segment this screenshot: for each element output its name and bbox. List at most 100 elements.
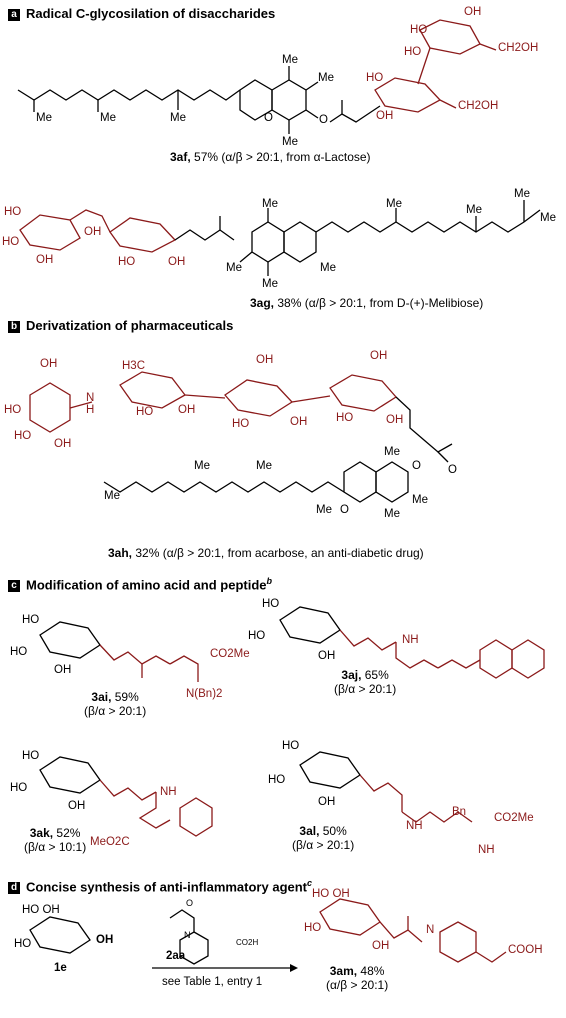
glycosidic-link	[69, 209, 111, 233]
label-me: Me	[194, 460, 210, 472]
label-me: Me	[262, 198, 278, 210]
chroman-ring	[343, 461, 377, 503]
caption-3ah: 3ah, 32% (α/β > 20:1, from acarbose, an …	[108, 546, 424, 560]
glucose-ring	[109, 217, 177, 253]
label-nh: NH	[160, 786, 177, 798]
phytyl-chain	[17, 89, 241, 101]
label-ho: HO	[410, 24, 428, 36]
compound-3af-structure	[17, 19, 497, 134]
label-me: Me	[256, 460, 272, 472]
compound-yield: 59%	[111, 690, 139, 704]
label-co2me: CO2Me	[210, 648, 250, 660]
label-me: Me	[170, 112, 186, 124]
galactose-ring	[19, 214, 81, 251]
label-oh: OH	[376, 110, 394, 122]
section-title: Derivatization of pharmaceuticals	[26, 318, 234, 333]
label-oh: OH	[96, 934, 114, 946]
galactose-ring	[419, 19, 481, 55]
label-co2h: CO2H	[236, 938, 259, 947]
label-ho: HO	[282, 740, 300, 752]
label-oh: OH	[54, 664, 72, 676]
arrow-head	[290, 964, 298, 972]
label-oh: OH	[36, 254, 54, 266]
section-letter: d	[8, 882, 20, 895]
amine-link	[69, 401, 93, 409]
caption-3am: 3am, 48% (α/β > 20:1)	[326, 964, 388, 992]
label-ho: HO	[10, 782, 28, 794]
label-ho: HO	[4, 206, 22, 218]
label-bn: Bn	[452, 806, 467, 818]
caption-3aj: 3aj, 65% (β/α > 20:1)	[334, 668, 396, 696]
label-ho: HO	[14, 938, 32, 950]
label-nbn2: N(Bn)2	[186, 688, 223, 700]
label-oh: OH	[84, 226, 102, 238]
valienamine-ring	[29, 382, 71, 433]
compound-id: 3ah,	[108, 546, 133, 560]
label-oh: OH	[318, 796, 336, 808]
label-ho: HO	[336, 412, 354, 424]
section-letter: b	[8, 321, 20, 333]
compound-ratio: (β/α > 20:1)	[292, 838, 355, 852]
aromatic-ring	[251, 221, 285, 263]
xylose-ring	[299, 751, 361, 789]
label-hooh: HO OH	[312, 888, 350, 900]
label-h3c: H3C	[122, 360, 146, 372]
naphthyl-ring	[479, 639, 513, 679]
section-title: Radical C-glycosilation of disaccharides	[26, 6, 276, 21]
acrylamide	[169, 909, 195, 932]
compound-3aj-structure	[279, 606, 545, 679]
compound-id: 3am,	[329, 964, 358, 978]
phenyl-ring	[179, 797, 213, 837]
section-header-b: b Derivatization of pharmaceuticals	[8, 318, 233, 333]
scheme-d-structures	[29, 898, 507, 972]
ch2oh-bond	[479, 43, 497, 51]
label-ho: HO	[118, 256, 136, 268]
label-me: Me	[316, 504, 332, 516]
label-o: O	[340, 504, 349, 516]
compound-yield: 50%	[319, 824, 347, 838]
label-n: N	[86, 392, 95, 404]
label-oh: OH	[386, 414, 404, 426]
label-co2me: CO2Me	[494, 812, 534, 824]
label-me: Me	[320, 262, 336, 274]
label-h: H	[86, 404, 95, 416]
label-nh: NH	[402, 634, 419, 646]
reagent-2aa-label: 2aa	[166, 950, 186, 962]
label-nh: NH	[478, 844, 495, 856]
compound-yield: 38% (α/β > 20:1, from D-(+)-Melibiose)	[274, 296, 484, 310]
sugar-ring-3	[329, 374, 397, 412]
reagent-1e-label: 1e	[54, 962, 67, 974]
chroman-ring	[283, 221, 317, 263]
compound-ratio: (β/α > 20:1)	[334, 682, 397, 696]
compound-yield: 57% (α/β > 20:1, from α-Lactose)	[190, 150, 371, 164]
aromatic-ring	[375, 461, 409, 503]
label-me: Me	[384, 446, 400, 458]
label-oh: OH	[54, 438, 72, 450]
label-o: O	[186, 898, 194, 908]
glycosidic-bond	[184, 394, 226, 399]
compound-yield: 65%	[361, 668, 389, 682]
label-me: Me	[514, 188, 530, 200]
sugar-1e-ring	[29, 916, 91, 954]
compound-ratio: (α/β > 20:1)	[326, 978, 389, 992]
caption-3ak: 3ak, 52% (β/α > 10:1)	[24, 826, 86, 854]
reaction-conditions: see Table 1, entry 1	[162, 976, 263, 988]
label-oh: OH	[68, 800, 86, 812]
section-footnote: c	[307, 878, 313, 888]
label-oh: OH	[464, 6, 482, 18]
label-me: Me	[36, 112, 52, 124]
compound-id: 3ag,	[250, 296, 275, 310]
xylose-ring	[279, 606, 341, 644]
naphthyl-ring	[511, 639, 545, 679]
label-oh: OH	[318, 650, 336, 662]
label-me: Me	[226, 262, 242, 274]
label-me: Me	[100, 112, 116, 124]
label-n: N	[426, 924, 435, 936]
label-ho: HO	[2, 236, 20, 248]
linker-chain	[339, 629, 397, 651]
label-me: Me	[282, 54, 298, 66]
ester-linker	[174, 229, 235, 241]
section-letter: a	[8, 9, 20, 21]
